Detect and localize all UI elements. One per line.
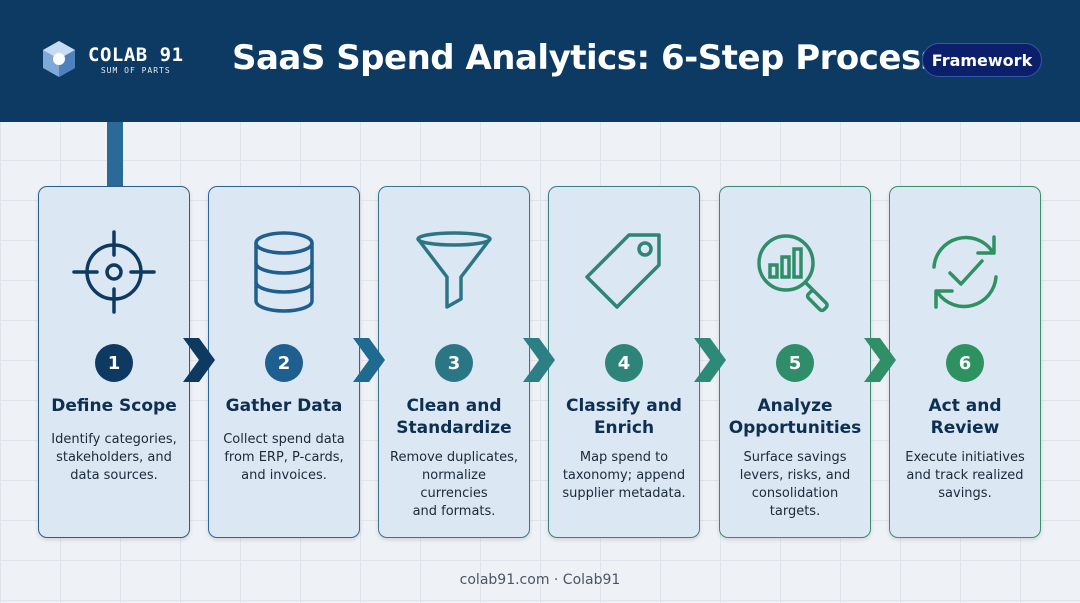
step-description: Map spend to taxonomy; append supplier m… [562, 450, 686, 501]
chevron-right-icon [183, 338, 215, 382]
refresh-check-icon [932, 235, 998, 309]
step-title: Gather Data [225, 396, 343, 416]
step-number: 1 [95, 344, 133, 382]
funnel-icon [416, 231, 492, 309]
step-description: Identify categories, stakeholders, and d… [51, 432, 177, 483]
analytics-search-icon [757, 234, 829, 313]
target-icon [72, 230, 156, 314]
step-description: Collect spend data from ERP, P-cards, an… [223, 432, 345, 483]
step-card-5: 5 Analyze Opportunities Surface savings … [719, 186, 871, 538]
step-description: Surface savings levers, risks, and conso… [739, 450, 851, 519]
step-title: Analyze Opportunities [728, 396, 862, 438]
page-title: SaaS Spend Analytics: 6-Step Process [232, 38, 941, 78]
step-card-6: 6 Act and Review Execute initiatives and… [889, 186, 1041, 538]
chevron-right-icon [864, 338, 896, 382]
step-title: Clean and Standardize [396, 396, 512, 438]
step-number: 6 [946, 344, 984, 382]
step-description: Execute initiatives and track realized s… [905, 450, 1025, 501]
step-card-3: 3 Clean and Standardize Remove duplicate… [378, 186, 530, 538]
logo-mark-icon [43, 41, 75, 77]
step-number: 2 [265, 344, 303, 382]
step-title: Act and Review [928, 396, 1002, 438]
brand-logo[interactable]: COLAB 91 SUM OF PARTS [38, 38, 184, 80]
footer-credit: colab91.com · Colab91 [459, 572, 621, 588]
step-number: 4 [605, 344, 643, 382]
chevron-right-icon [694, 338, 726, 382]
step-number: 3 [435, 344, 473, 382]
logo-name: COLAB 91 [88, 43, 184, 66]
chevron-right-icon [353, 338, 385, 382]
step-title: Classify and Enrich [566, 396, 682, 438]
chevron-right-icon [523, 338, 555, 382]
step-number: 5 [776, 344, 814, 382]
step-description: Remove duplicates, normalize currencies … [390, 450, 518, 519]
step-title: Define Scope [51, 396, 177, 416]
framework-badge: Framework [922, 43, 1042, 77]
step-card-4: 4 Classify and Enrich Map spend to taxon… [548, 186, 700, 538]
step-card-1: 1 Define Scope Identify categories, stak… [38, 186, 190, 538]
header-connector [107, 122, 123, 186]
database-icon [254, 231, 314, 313]
tag-icon [585, 233, 661, 309]
logo-tagline: SUM OF PARTS [100, 65, 171, 75]
step-card-2: 2 Gather Data Collect spend data from ER… [208, 186, 360, 538]
header-bar: COLAB 91 SUM OF PARTS SaaS Spend Analyti… [0, 0, 1080, 122]
